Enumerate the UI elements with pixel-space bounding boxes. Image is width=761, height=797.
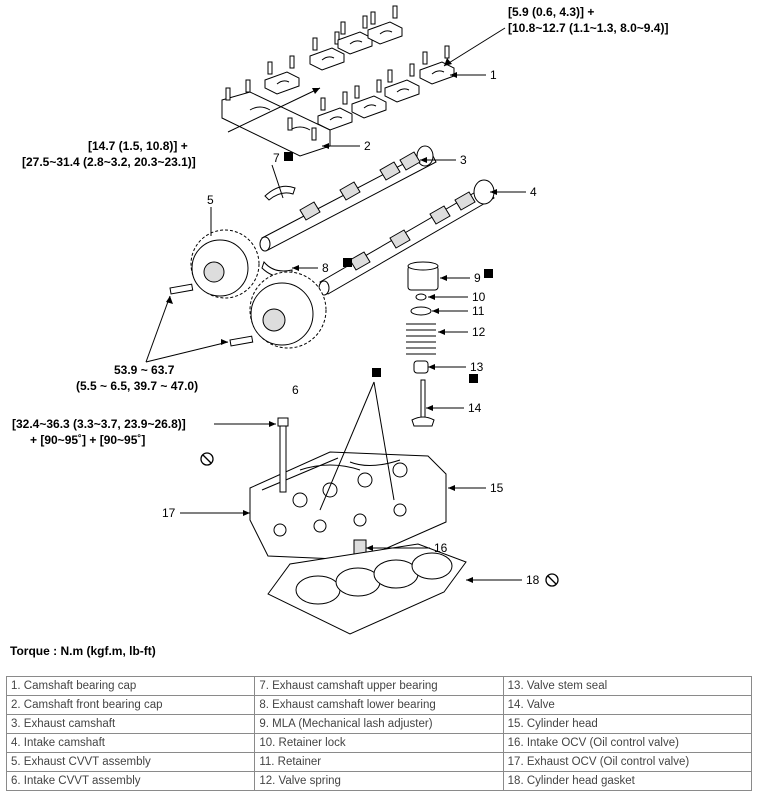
torque-head-bolt-line1: [32.4~36.3 (3.3~3.7, 23.9~26.8)] xyxy=(12,417,186,431)
exhaust-upper-bearing xyxy=(264,185,296,201)
callout-2: 2 xyxy=(364,139,371,153)
legend-cell: 3. Exhaust camshaft xyxy=(5,714,256,734)
do-not-reuse-icons xyxy=(200,452,559,587)
callout-6: 6 xyxy=(292,383,299,397)
exhaust-cvvt-assembly xyxy=(190,229,260,299)
callout-8: 8 xyxy=(322,261,329,275)
arrowheads xyxy=(166,58,497,583)
torque-unit-label: Torque : N.m (kgf.m, lb-ft) xyxy=(10,644,156,658)
valve-train-parts xyxy=(406,261,439,427)
legend-cell: 9. MLA (Mechanical lash adjuster) xyxy=(254,714,504,734)
legend-cell: 18. Cylinder head gasket xyxy=(502,771,753,791)
intake-camshaft xyxy=(318,179,495,296)
callout-9: 9 xyxy=(474,271,481,285)
torque-cap-bolt-line2: [10.8~12.7 (1.1~1.3, 8.0~9.4)] xyxy=(508,21,668,35)
legend-cell: 17. Exhaust OCV (Oil control valve) xyxy=(502,752,753,772)
callout-12: 12 xyxy=(472,325,486,339)
legend-cell: 12. Valve spring xyxy=(254,771,504,791)
exhaust-camshaft xyxy=(259,145,437,252)
callout-4: 4 xyxy=(530,185,537,199)
cvvt-bolts xyxy=(169,283,254,347)
camshaft-bearing-caps xyxy=(264,5,455,131)
legend-cell: 10. Retainer lock xyxy=(254,733,504,753)
legend-cell: 8. Exhaust camshaft lower bearing xyxy=(254,695,504,715)
legend-cell: 16. Intake OCV (Oil control valve) xyxy=(502,733,753,753)
callout-3: 3 xyxy=(460,153,467,167)
callout-5: 5 xyxy=(207,193,214,207)
legend-cell: 11. Retainer xyxy=(254,752,504,772)
torque-front-cap-line2: [27.5~31.4 (2.8~3.2, 20.3~23.1)] xyxy=(22,155,196,169)
legend-cell: 4. Intake camshaft xyxy=(5,733,256,753)
legend-cell: 15. Cylinder head xyxy=(502,714,753,734)
legend-cell: 2. Camshaft front bearing cap xyxy=(5,695,256,715)
torque-cap-bolt-line1: [5.9 (0.6, 4.3)] + xyxy=(508,5,594,19)
callout-16: 16 xyxy=(434,541,448,555)
legend-cell: 6. Intake CVVT assembly xyxy=(5,771,256,791)
callout-1: 1 xyxy=(490,68,497,82)
callout-7: 7 xyxy=(273,151,280,165)
legend-cell: 14. Valve xyxy=(502,695,753,715)
callout-18: 18 xyxy=(526,573,540,587)
exploded-parts-diagram: [5.9 (0.6, 4.3)] + [10.8~12.7 (1.1~1.3, … xyxy=(12,5,668,635)
callout-13: 13 xyxy=(470,360,484,374)
cylinder-head-bolt xyxy=(277,417,289,493)
callout-17: 17 xyxy=(162,506,176,520)
replace-part-icons xyxy=(284,152,493,383)
callout-11: 11 xyxy=(472,304,485,318)
legend-cell: 1. Camshaft bearing cap xyxy=(5,676,256,696)
callout-14: 14 xyxy=(468,401,482,415)
torque-cvvt-line2: (5.5 ~ 6.5, 39.7 ~ 47.0) xyxy=(76,379,198,393)
legend-cell: 13. Valve stem seal xyxy=(502,676,753,696)
intake-cvvt-assembly xyxy=(249,271,327,349)
torque-head-bolt-line2: + [90~95˚] + [90~95˚] xyxy=(30,433,145,447)
legend-cell: 5. Exhaust CVVT assembly xyxy=(5,752,256,772)
callout-10: 10 xyxy=(472,290,486,304)
torque-cvvt-line1: 53.9 ~ 63.7 xyxy=(114,363,175,377)
legend-cell: 7. Exhaust camshaft upper bearing xyxy=(254,676,504,696)
cylinder-head-gasket xyxy=(267,543,467,635)
torque-front-cap-line1: [14.7 (1.5, 10.8)] + xyxy=(88,139,188,153)
callout-15: 15 xyxy=(490,481,504,495)
cylinder-head xyxy=(249,451,447,561)
